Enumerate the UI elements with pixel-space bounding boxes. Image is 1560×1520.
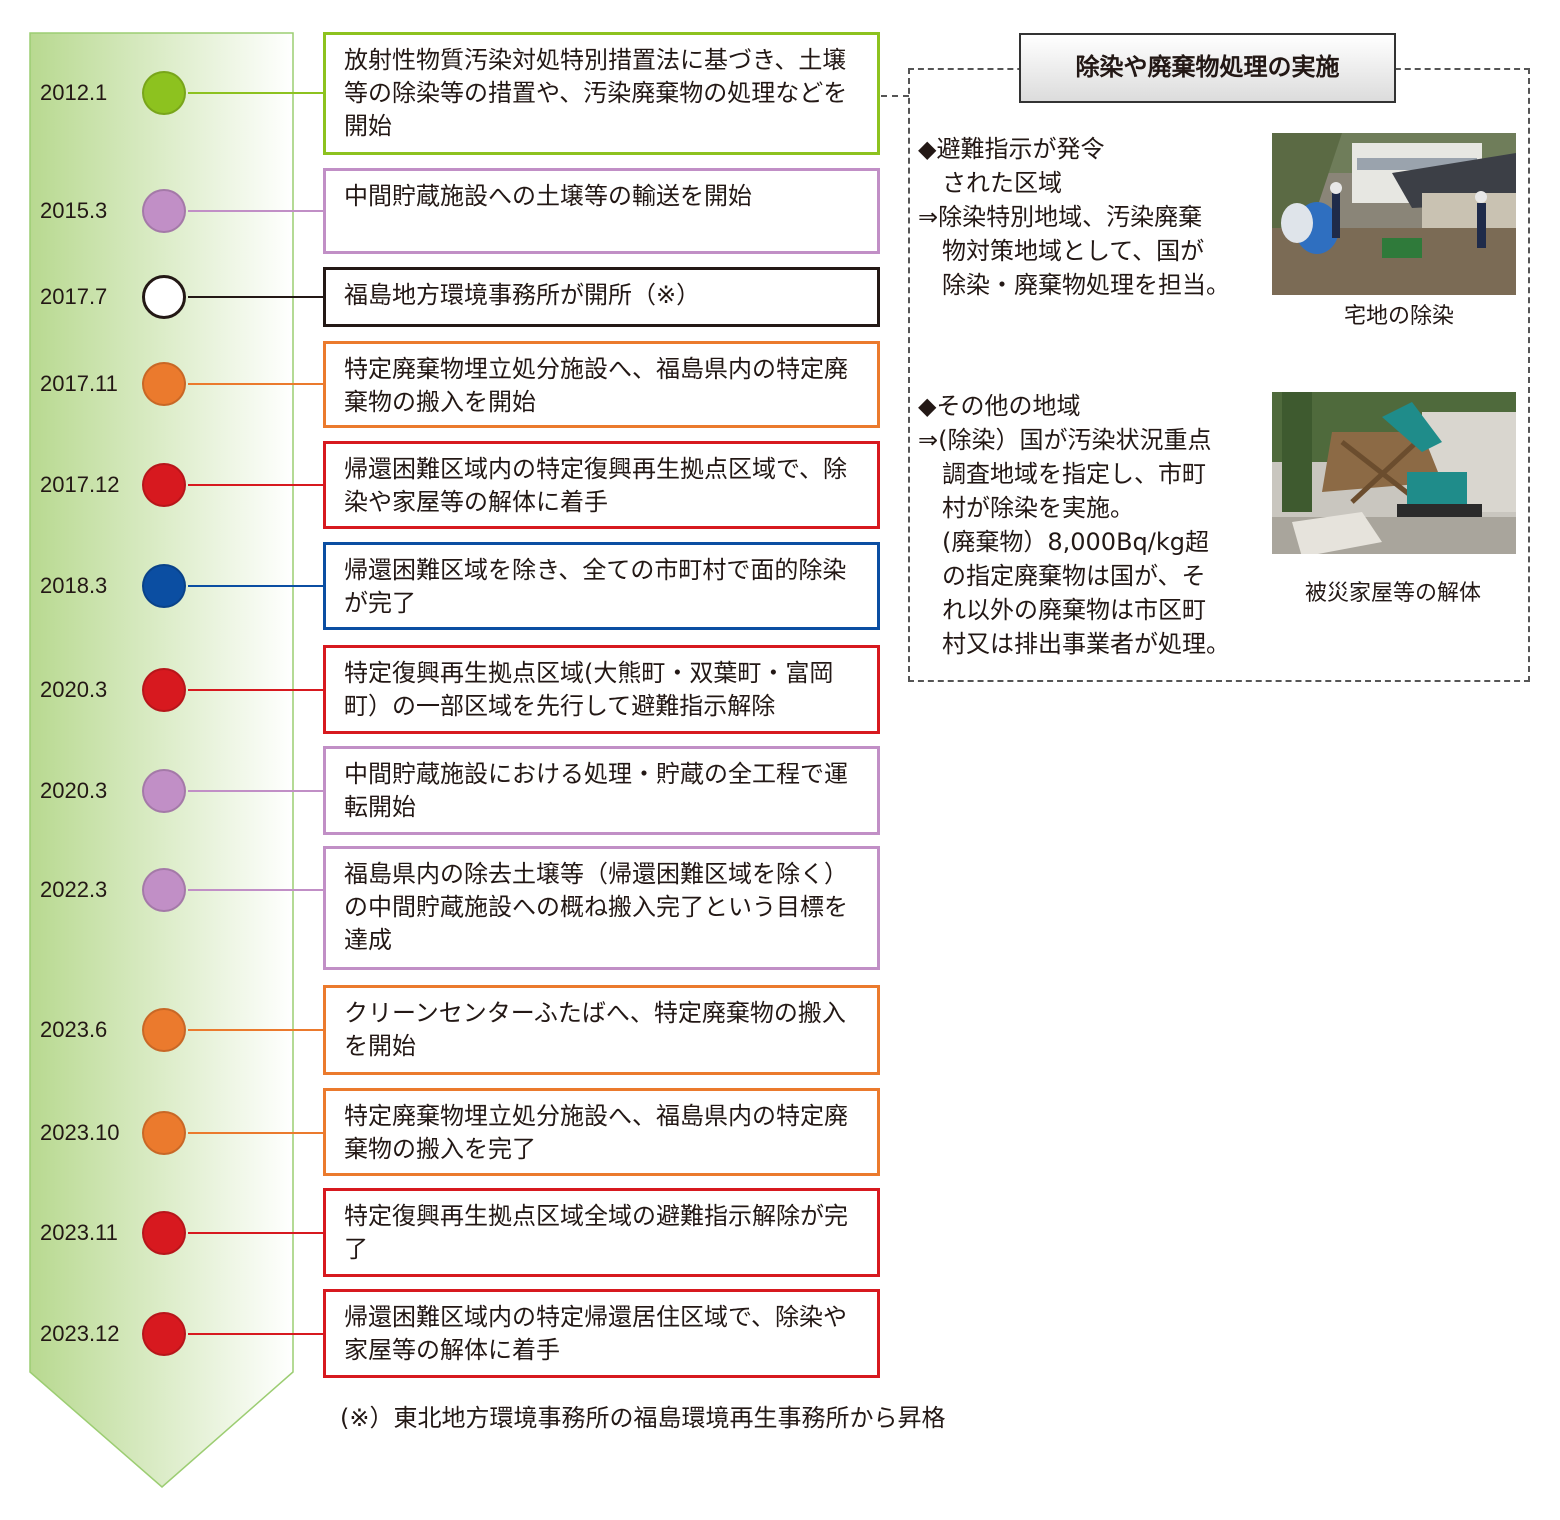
- timeline-event-text: クリーンセンターふたばへ、特定廃棄物の搬入を開始: [344, 999, 846, 1060]
- timeline-connector: [188, 689, 324, 691]
- timeline-connector: [188, 296, 324, 298]
- timeline-event-box: 特定廃棄物埋立処分施設へ、福島県内の特定廃棄物の搬入を完了: [323, 1088, 880, 1176]
- timeline-event-box: 帰還困難区域内の特定帰還居住区域で、除染や家屋等の解体に着手: [323, 1289, 880, 1378]
- timeline-connector: [188, 484, 324, 486]
- timeline-event-text: 特定廃棄物埋立処分施設へ、福島県内の特定廃棄物の搬入を開始: [344, 355, 848, 416]
- timeline-event-box: クリーンセンターふたばへ、特定廃棄物の搬入を開始: [323, 985, 880, 1075]
- timeline-marker: [142, 362, 186, 406]
- panel-block-text: ⇒(除染）国が汚染状況重点 調査地域を指定し、市町 村が除染を実施。 (廃棄物）…: [918, 426, 1230, 658]
- timeline-marker: [142, 868, 186, 912]
- panel-block-other-areas: ◆その他の地域 ⇒(除染）国が汚染状況重点 調査地域を指定し、市町 村が除染を実…: [918, 389, 1230, 661]
- timeline-marker: [142, 463, 186, 507]
- panel-title: 除染や廃棄物処理の実施: [1019, 33, 1396, 103]
- timeline-event-box: 福島地方環境事務所が開所（※）: [323, 267, 880, 327]
- timeline-event-text: 中間貯蔵施設における処理・貯蔵の全工程で運転開始: [344, 760, 848, 821]
- timeline-date: 2017.12: [40, 472, 120, 497]
- footnote: (※）東北地方環境事務所の福島環境再生事務所から昇格: [340, 1404, 946, 1432]
- timeline-marker: [142, 564, 186, 608]
- photo-residential-decontamination: [1272, 133, 1516, 295]
- timeline-event-box: 特定復興再生拠点区域(大熊町・双葉町・富岡町）の一部区域を先行して避難指示解除: [323, 645, 880, 734]
- timeline-marker: [142, 189, 186, 233]
- timeline-date: 2023.12: [40, 1321, 120, 1346]
- timeline-date: 2015.3: [40, 198, 108, 223]
- timeline-connector: [188, 92, 324, 94]
- timeline-connector: [188, 1132, 324, 1134]
- timeline-event-text: 福島県内の除去土壌等（帰還困難区域を除く）の中間貯蔵施設への概ね搬入完了という目…: [344, 860, 848, 954]
- timeline-date: 2017.11: [40, 371, 118, 396]
- timeline-event-box: 福島県内の除去土壌等（帰還困難区域を除く）の中間貯蔵施設への概ね搬入完了という目…: [323, 846, 880, 970]
- timeline-event-box: 放射性物質汚染対処特別措置法に基づき、土壌等の除染等の措置や、汚染廃棄物の処理な…: [323, 32, 880, 155]
- timeline-connector: [188, 790, 324, 792]
- timeline-event-box: 中間貯蔵施設における処理・貯蔵の全工程で運転開始: [323, 746, 880, 835]
- timeline-marker: [142, 668, 186, 712]
- timeline-event-box: 特定復興再生拠点区域全域の避難指示解除が完了: [323, 1188, 880, 1277]
- timeline-event-text: 帰還困難区域を除き、全ての市町村で面的除染が完了: [344, 556, 847, 617]
- timeline-connector: [188, 383, 324, 385]
- timeline-date: 2023.10: [40, 1120, 120, 1145]
- timeline-date: 2023.11: [40, 1220, 118, 1245]
- timeline-event-text: 特定復興再生拠点区域(大熊町・双葉町・富岡町）の一部区域を先行して避難指示解除: [344, 659, 834, 720]
- timeline-marker: [142, 71, 186, 115]
- timeline-marker: [142, 1211, 186, 1255]
- timeline-connector: [188, 889, 324, 891]
- timeline-connector: [188, 1029, 324, 1031]
- timeline-marker: [142, 1312, 186, 1356]
- timeline-event-box: 中間貯蔵施設への土壌等の輸送を開始: [323, 168, 880, 254]
- timeline-date: 2022.3: [40, 877, 108, 902]
- timeline-marker: [142, 1008, 186, 1052]
- photo-caption: 被災家屋等の解体: [1304, 581, 1481, 606]
- timeline-event-text: 帰還困難区域内の特定帰還居住区域で、除染や家屋等の解体に着手: [344, 1303, 848, 1364]
- panel-block-heading: ◆その他の地域: [918, 392, 1081, 420]
- timeline-event-text: 特定廃棄物埋立処分施設へ、福島県内の特定廃棄物の搬入を完了: [344, 1102, 848, 1163]
- timeline-event-text: 特定復興再生拠点区域全域の避難指示解除が完了: [344, 1202, 848, 1263]
- panel-block-evacuation-area: ◆避難指示が発令 された区域 ⇒除染特別地域、汚染廃棄 物対策地域として、国が …: [918, 132, 1230, 302]
- photo-house-demolition: [1272, 392, 1516, 554]
- timeline-date: 2012.1: [40, 80, 108, 105]
- timeline-event-text: 放射性物質汚染対処特別措置法に基づき、土壌等の除染等の措置や、汚染廃棄物の処理な…: [344, 46, 848, 140]
- timeline-connector: [188, 210, 324, 212]
- timeline-event-box: 帰還困難区域を除き、全ての市町村で面的除染が完了: [323, 542, 880, 630]
- timeline-date: 2018.3: [40, 573, 108, 598]
- timeline-event-box: 帰還困難区域内の特定復興再生拠点区域で、除染や家屋等の解体に着手: [323, 441, 880, 529]
- timeline-event-text: 中間貯蔵施設への土壌等の輸送を開始: [344, 182, 752, 210]
- panel-block-text: された区域 ⇒除染特別地域、汚染廃棄 物対策地域として、国が 除染・廃棄物処理を…: [918, 169, 1230, 299]
- photo-caption: 宅地の除染: [1343, 304, 1454, 329]
- timeline-connector: [188, 1333, 324, 1335]
- timeline-date: 2020.3: [40, 778, 108, 803]
- timeline-date: 2023.6: [40, 1017, 108, 1042]
- timeline-event-text: 帰還困難区域内の特定復興再生拠点区域で、除染や家屋等の解体に着手: [344, 455, 848, 516]
- timeline-date: 2020.3: [40, 677, 108, 702]
- timeline-marker: [142, 275, 186, 319]
- timeline-event-text: 福島地方環境事務所が開所（※）: [344, 281, 701, 309]
- timeline-marker: [142, 1111, 186, 1155]
- timeline-connector: [188, 1232, 324, 1234]
- panel-connector: [881, 95, 909, 97]
- timeline-connector: [188, 585, 324, 587]
- panel-block-heading: ◆避難指示が発令: [918, 135, 1105, 163]
- timeline-marker: [142, 769, 186, 813]
- timeline-event-box: 特定廃棄物埋立処分施設へ、福島県内の特定廃棄物の搬入を開始: [323, 341, 880, 428]
- timeline-date: 2017.7: [40, 284, 108, 309]
